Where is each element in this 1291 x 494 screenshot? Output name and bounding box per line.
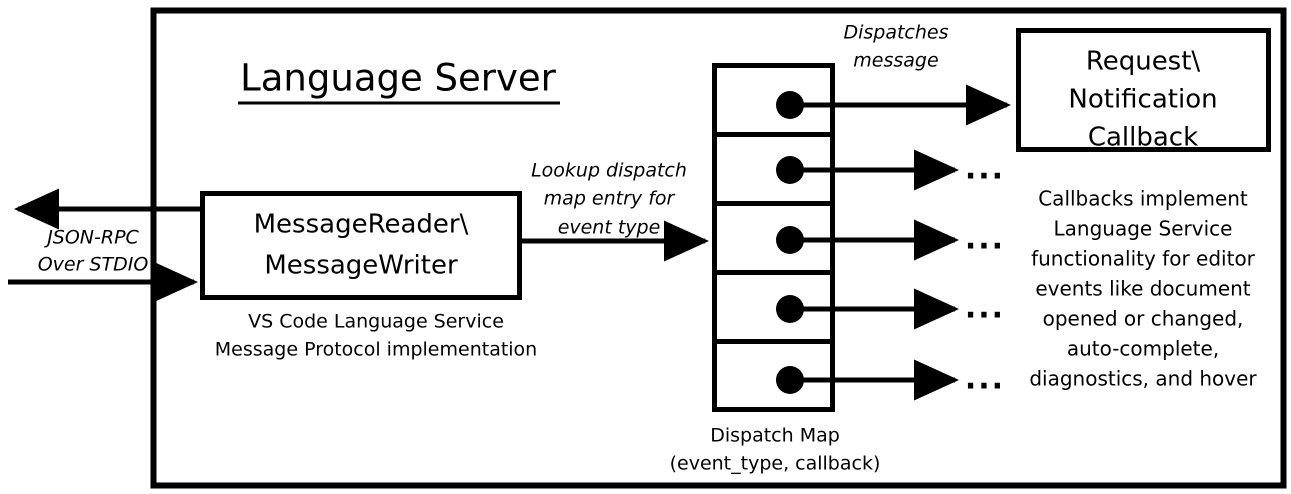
- callback-note-line-6: auto-complete,: [1067, 337, 1219, 361]
- lookup-edge-line2: map entry for: [544, 188, 676, 210]
- dispatch-row-3-ellipsis: ...: [965, 222, 1005, 257]
- callback-note-line-7: diagnostics, and hover: [1029, 367, 1257, 391]
- callback-note-line-2: Language Service: [1054, 217, 1233, 241]
- json-rpc-label-line2: Over STDIO: [38, 254, 149, 276]
- callback-note-line-5: opened or changed,: [1043, 307, 1244, 331]
- dispatch-edge-line2: message: [853, 50, 938, 72]
- page-title: Language Server: [240, 57, 556, 100]
- dispatch-row-5-ellipsis: ...: [965, 362, 1005, 397]
- dispatch-row-4-ellipsis: ...: [965, 291, 1005, 326]
- callback-box-line3: Callback: [1088, 123, 1198, 153]
- message-io-caption-line2: Message Protocol implementation: [215, 339, 537, 361]
- lookup-edge-line1: Lookup dispatch: [531, 160, 687, 182]
- callback-box-line2: Notification: [1068, 85, 1217, 115]
- callback-box-line1: Request\: [1086, 47, 1201, 77]
- callback-box[interactable]: [1016, 28, 1271, 152]
- dispatch-edge-line1: Dispatches: [843, 22, 948, 44]
- language-server-boundary: [150, 7, 1287, 489]
- message-io-box-line2: MessageWriter: [264, 251, 458, 281]
- callback-note-line-1: Callbacks implement: [1038, 187, 1248, 211]
- dispatch-map-caption-line1: Dispatch Map: [710, 425, 840, 447]
- message-io-box[interactable]: [200, 191, 522, 300]
- message-io-caption-line1: VS Code Language Service: [248, 311, 504, 333]
- json-rpc-label-line1: JSON-RPC: [43, 227, 139, 249]
- lookup-edge-line3: event type: [558, 217, 661, 239]
- callback-note-line-3: functionality for editor: [1031, 247, 1256, 271]
- dispatch-row-2-ellipsis: ...: [965, 152, 1005, 187]
- message-io-box-line1: MessageReader\: [254, 210, 469, 240]
- dispatch-map-caption-line2: (event_type, callback): [670, 453, 881, 475]
- callback-note-line-4: events like document: [1035, 277, 1250, 301]
